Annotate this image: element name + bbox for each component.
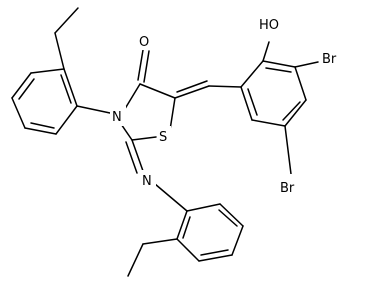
svg-text:Br: Br bbox=[280, 181, 295, 196]
svg-text:O: O bbox=[139, 35, 149, 50]
atom-label-carbonyl-oxygen: O bbox=[136, 30, 152, 50]
atom-label-bromo-bottom: Br bbox=[278, 174, 302, 196]
ethyl-group-bottom bbox=[127, 238, 178, 277]
bond-imine-aryl bbox=[154, 183, 188, 212]
svg-text:HO: HO bbox=[259, 18, 279, 33]
svg-text:N: N bbox=[142, 174, 152, 189]
atom-label-bromo-top: Br bbox=[320, 47, 344, 69]
svg-text:N: N bbox=[112, 110, 122, 125]
bond-aryl-nitrogen bbox=[76, 105, 111, 114]
ethylphenyl-ring-top bbox=[11, 68, 78, 135]
svg-text:Br: Br bbox=[322, 52, 337, 67]
exocyclic-double-bond bbox=[174, 80, 242, 99]
imine-double-bond bbox=[125, 139, 144, 174]
ethyl-group-top bbox=[54, 7, 79, 70]
atom-label-ring-sulfur: S bbox=[157, 126, 171, 146]
atom-label-hydroxyl: HO bbox=[257, 12, 285, 34]
ethylphenyl-ring-bottom bbox=[176, 203, 244, 262]
bromophenol-ring bbox=[240, 41, 319, 175]
svg-text:S: S bbox=[159, 130, 167, 145]
atom-label-imine-nitrogen: N bbox=[140, 170, 156, 190]
atom-label-ring-nitrogen: N bbox=[110, 106, 126, 126]
